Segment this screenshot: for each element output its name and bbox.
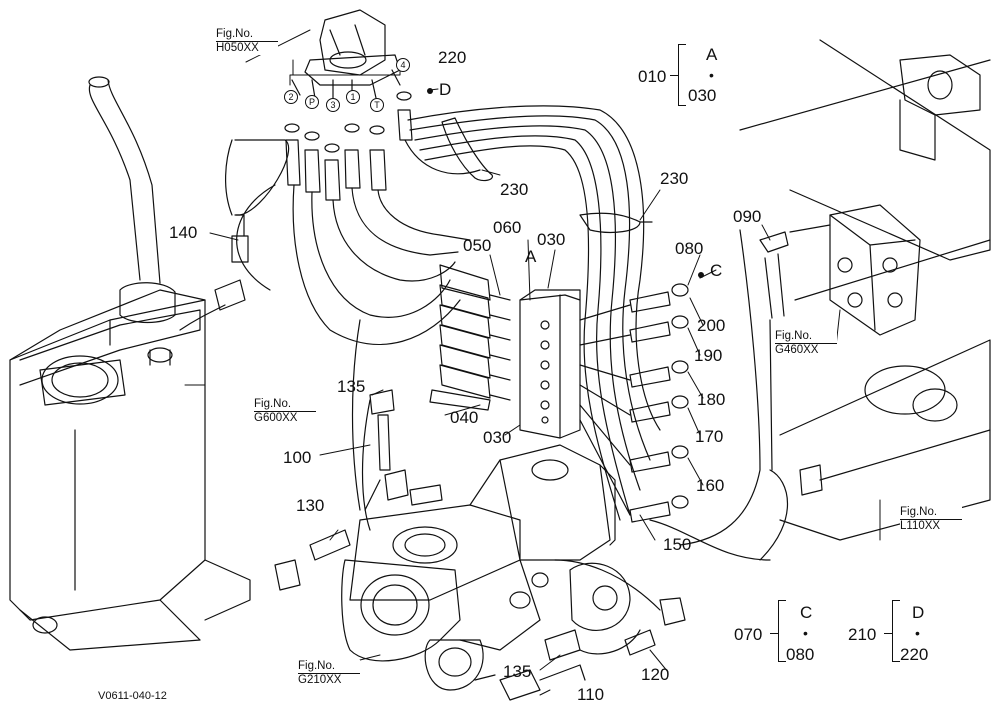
part-label-040[interactable]: 040 bbox=[450, 408, 479, 427]
group-210-end: 220 bbox=[900, 645, 929, 664]
fig-ref-h050-code: H050XX bbox=[216, 42, 259, 55]
group-070-dot: • bbox=[803, 625, 808, 641]
hydraulic-tank-drawing bbox=[9, 76, 251, 651]
fig-ref-l110[interactable]: Fig.No. L110XX bbox=[900, 506, 962, 534]
part-label-150[interactable]: 150 bbox=[663, 535, 692, 554]
group-010-dot: • bbox=[709, 67, 714, 83]
pump-assembly-drawing bbox=[274, 229, 771, 701]
part-label-090[interactable]: 090 bbox=[733, 207, 762, 226]
fig-ref-l110-code: L110XX bbox=[900, 520, 941, 533]
group-070-tick-mid bbox=[770, 633, 778, 634]
fig-ref-g210-label: Fig.No. bbox=[298, 660, 360, 675]
part-label-060[interactable]: 060 bbox=[493, 218, 522, 237]
port-mark-t: T bbox=[370, 98, 384, 112]
fig-ref-g210[interactable]: Fig.No. G210XX bbox=[298, 660, 360, 688]
part-label-170[interactable]: 170 bbox=[695, 427, 724, 446]
group-210-bracket[interactable]: 210 D • 220 bbox=[842, 596, 952, 668]
part-label-220[interactable]: 220 bbox=[438, 48, 467, 67]
part-label-120[interactable]: 120 bbox=[641, 665, 670, 684]
group-010-lead: 010 bbox=[638, 67, 667, 86]
leader-lines bbox=[184, 29, 881, 696]
group-070-bracket[interactable]: 070 C • 080 bbox=[728, 596, 828, 668]
part-label-080[interactable]: 080 bbox=[675, 239, 704, 258]
part-label-200[interactable]: 200 bbox=[697, 316, 726, 335]
group-210-dot: • bbox=[915, 625, 920, 641]
port-mark-1: 1 bbox=[346, 90, 360, 104]
fig-ref-g460[interactable]: Fig.No. G460XX bbox=[775, 330, 837, 358]
part-label-160[interactable]: 160 bbox=[696, 476, 725, 495]
group-070-lead: 070 bbox=[734, 625, 763, 644]
part-label-190[interactable]: 190 bbox=[694, 346, 723, 365]
group-070-bracket-line bbox=[778, 600, 779, 662]
hose-bundle-drawing bbox=[179, 105, 661, 521]
fig-ref-g600-code: G600XX bbox=[254, 412, 298, 425]
manifold-block-drawing bbox=[429, 264, 689, 523]
fig-ref-h050[interactable]: Fig.No. H050XX bbox=[216, 28, 278, 56]
part-label-135-lower[interactable]: 135 bbox=[503, 662, 532, 681]
callout-c-bullet bbox=[698, 272, 704, 278]
group-010-bracket-line bbox=[678, 44, 679, 106]
fig-ref-g210-code: G210XX bbox=[298, 674, 342, 687]
group-010-end: 030 bbox=[688, 86, 717, 105]
right-valve-drawing bbox=[739, 39, 991, 561]
group-010-tick-top bbox=[678, 44, 686, 45]
part-label-030-top[interactable]: 030 bbox=[537, 230, 566, 249]
group-010-bracket[interactable]: 010 A • 030 bbox=[630, 40, 717, 110]
part-label-180[interactable]: 180 bbox=[697, 390, 726, 409]
group-070-letter: C bbox=[800, 603, 813, 622]
part-label-110[interactable]: 110 bbox=[577, 685, 605, 704]
part-label-030-lower[interactable]: 030 bbox=[483, 428, 512, 447]
group-210-letter: D bbox=[912, 603, 925, 622]
part-label-100[interactable]: 100 bbox=[283, 448, 312, 467]
drawing-reference-code: V0611-040-12 bbox=[98, 690, 167, 702]
fig-ref-l110-label: Fig.No. bbox=[900, 506, 962, 521]
port-mark-3: 3 bbox=[326, 98, 340, 112]
fig-ref-g600-label: Fig.No. bbox=[254, 398, 316, 413]
group-010-tick-mid bbox=[670, 75, 678, 76]
part-label-050[interactable]: 050 bbox=[463, 236, 492, 255]
port-mark-4: 4 bbox=[396, 58, 410, 72]
callout-c: C bbox=[710, 261, 723, 280]
part-label-130[interactable]: 130 bbox=[296, 496, 325, 515]
fig-ref-g460-label: Fig.No. bbox=[775, 330, 837, 345]
group-210-tick-mid bbox=[884, 633, 892, 634]
group-210-bracket-line bbox=[892, 600, 893, 662]
group-070-tick-top bbox=[778, 600, 786, 601]
group-070-end: 080 bbox=[786, 645, 815, 664]
fig-ref-h050-label: Fig.No. bbox=[216, 28, 278, 43]
part-label-230-right[interactable]: 230 bbox=[660, 169, 689, 188]
fig-ref-g600[interactable]: Fig.No. G600XX bbox=[254, 398, 316, 426]
callout-a: A bbox=[525, 247, 537, 266]
callout-d: D bbox=[439, 80, 452, 99]
port-mark-p: P bbox=[305, 95, 319, 109]
group-010-tick-bottom bbox=[678, 105, 686, 106]
part-label-135-upper[interactable]: 135 bbox=[337, 377, 366, 396]
fig-ref-g460-code: G460XX bbox=[775, 344, 819, 357]
port-mark-2: 2 bbox=[284, 90, 298, 104]
group-210-tick-top bbox=[892, 600, 900, 601]
group-210-lead: 210 bbox=[848, 625, 877, 644]
part-label-140[interactable]: 140 bbox=[169, 223, 198, 242]
group-210-tick-bottom bbox=[892, 661, 900, 662]
group-070-tick-bottom bbox=[778, 661, 786, 662]
part-label-230-upper[interactable]: 230 bbox=[500, 180, 529, 199]
pilot-valve-drawing bbox=[284, 9, 413, 201]
group-010-letter: A bbox=[706, 45, 718, 64]
callout-d-bullet bbox=[427, 88, 433, 94]
